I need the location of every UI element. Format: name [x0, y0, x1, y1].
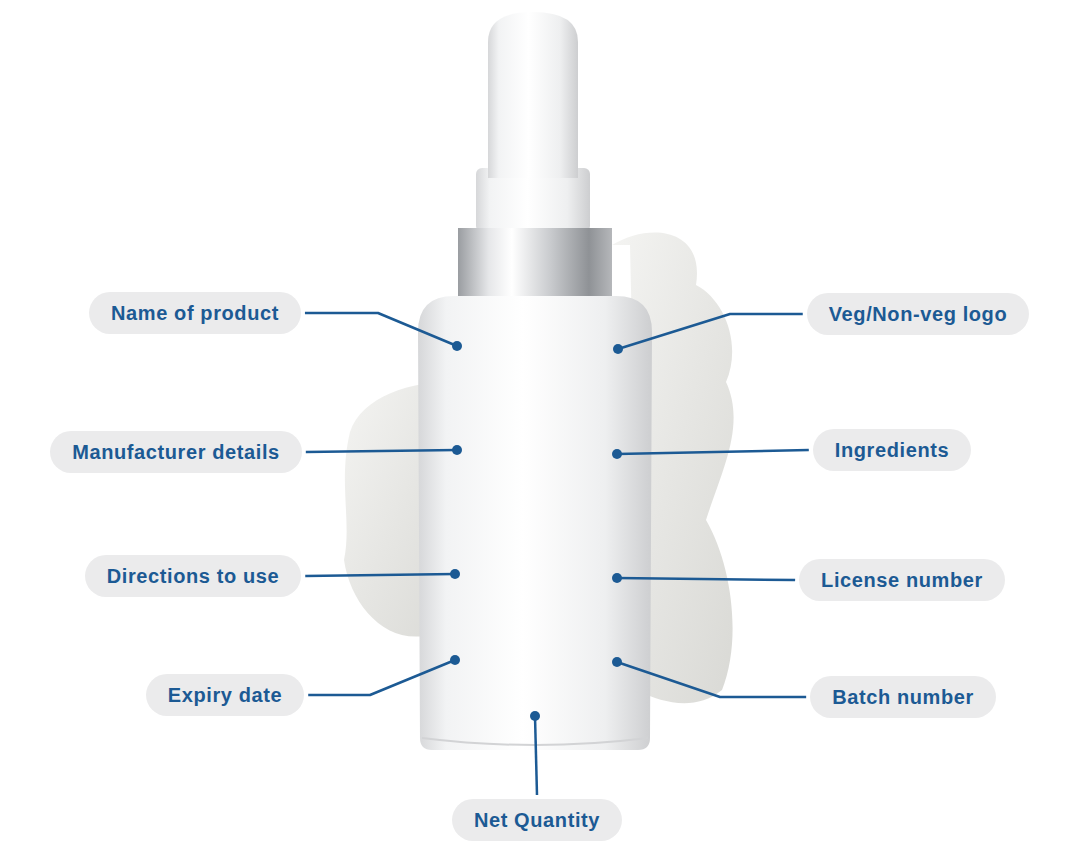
label-text: Directions to use — [107, 565, 279, 587]
leader-line — [618, 314, 803, 349]
bottle-collar — [458, 228, 612, 302]
label-pill: Expiry date — [146, 674, 304, 716]
label-pill: Batch number — [810, 676, 996, 718]
leader-line — [617, 578, 795, 580]
leader-dot — [612, 449, 622, 459]
label-text: License number — [821, 569, 983, 591]
leader-line — [305, 574, 455, 576]
label-text: Batch number — [832, 686, 974, 708]
label-pill: Name of product — [89, 292, 301, 334]
label-text: Manufacturer details — [72, 441, 280, 463]
leader-dot — [450, 569, 460, 579]
label-pill: Net Quantity — [452, 799, 622, 841]
dropper-bulb — [488, 12, 578, 178]
leader-line — [305, 313, 457, 346]
label-pill: Directions to use — [85, 555, 301, 597]
leader-dot — [530, 711, 540, 721]
leader-dot — [612, 657, 622, 667]
leader-line — [617, 450, 809, 454]
label-pill: Manufacturer details — [50, 431, 302, 473]
label-text: Name of product — [111, 302, 279, 324]
leader-dot — [452, 445, 462, 455]
leader-dot — [612, 573, 622, 583]
bottle-body — [418, 296, 652, 750]
leader-line — [306, 450, 457, 452]
label-text: Ingredients — [835, 439, 949, 461]
label-pill: Veg/Non-veg logo — [807, 293, 1030, 335]
leader-line — [308, 660, 455, 695]
label-text: Veg/Non-veg logo — [829, 303, 1008, 325]
label-text: Expiry date — [168, 684, 282, 706]
leader-line — [535, 716, 537, 795]
leader-dot — [450, 655, 460, 665]
leader-dot — [613, 344, 623, 354]
leader-dot — [452, 341, 462, 351]
label-text: Net Quantity — [474, 809, 600, 831]
label-pill: License number — [799, 559, 1005, 601]
label-pill: Ingredients — [813, 429, 971, 471]
leader-line — [617, 662, 806, 697]
